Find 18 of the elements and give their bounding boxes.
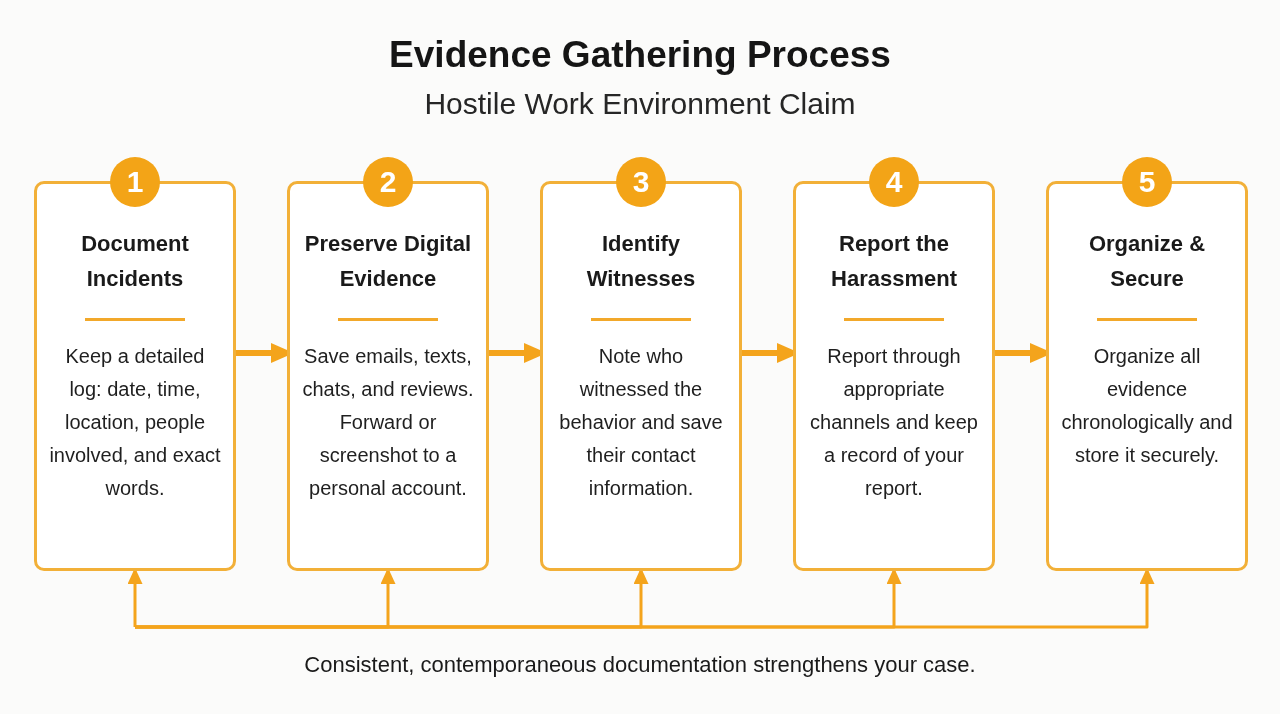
subtitle: Hostile Work Environment Claim: [424, 86, 856, 122]
title: Evidence Gathering Process: [389, 33, 891, 77]
step-number-badge: 1: [110, 157, 160, 207]
step-number-badge: 2: [363, 157, 413, 207]
step-number-badge: 5: [1122, 157, 1172, 207]
step-heading: Document Incidents: [80, 230, 190, 293]
step-number-badge: 3: [616, 157, 666, 207]
step-number-badge: 4: [869, 157, 919, 207]
step-heading: Identify Witnesses: [585, 230, 697, 293]
step-heading: Preserve Digital Evidence: [303, 230, 473, 293]
step-heading: Report the Harassment: [830, 230, 958, 293]
step-description: Organize all evidence chronologically and store it securely.: [1060, 344, 1234, 468]
step-description: Keep a detailed log: date, time, location, people involved, and exact words.: [48, 344, 222, 501]
step-heading: Organize & Secure: [1087, 230, 1207, 293]
caption: Consistent, contemporaneous documentation strengthens your case.: [304, 651, 976, 679]
step-description: Save emails, texts, chats, and reviews. Forward or screenshot to a personal account.: [301, 344, 475, 501]
step-description: Report through appropriate channels and keep a record of your report.: [809, 344, 979, 501]
step-description: Note who witnessed the behavior and save their contact information.: [558, 344, 724, 501]
